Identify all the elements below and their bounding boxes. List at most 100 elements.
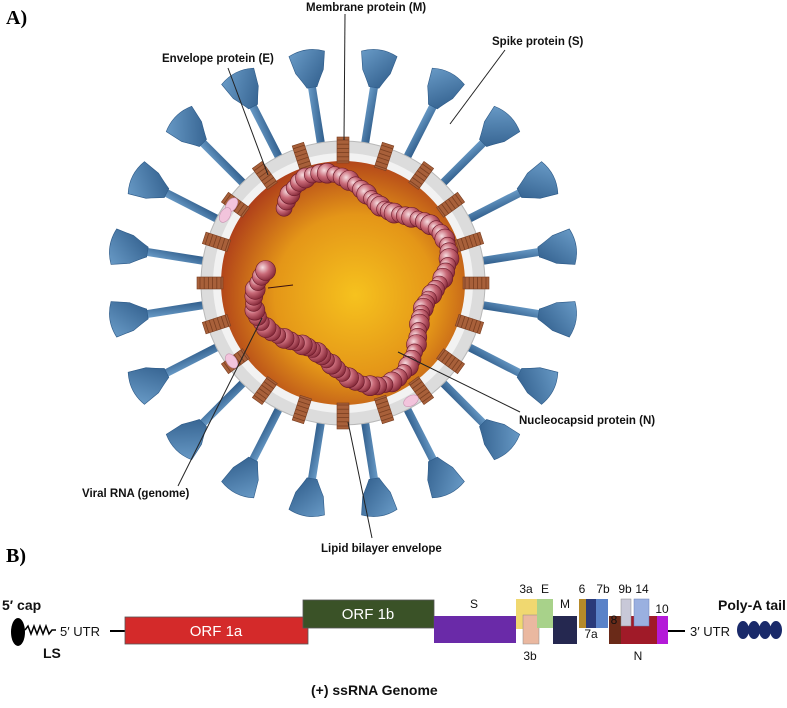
utr3-label: 3′ UTR [690, 624, 730, 639]
membrane-protein-rib [237, 352, 245, 363]
m-block [553, 616, 577, 644]
cap-5-label: 5′ cap [2, 597, 41, 613]
rna-callout-line [177, 317, 263, 487]
spike-head [361, 49, 398, 89]
spike-stalk [307, 84, 326, 150]
spike-head [537, 301, 577, 338]
orf7b-label: 7b [596, 582, 610, 596]
membrane-protein [454, 231, 485, 253]
poly-a-bead [737, 621, 749, 639]
membrane-protein-rib [295, 408, 308, 414]
spike-protein [109, 300, 210, 338]
virion-illustration [109, 49, 577, 517]
membrane-protein [373, 394, 395, 425]
membrane-protein-rib [224, 239, 230, 252]
rna-bead [255, 260, 276, 281]
membrane-protein-body [408, 160, 435, 190]
orf3b-label: 3b [523, 649, 537, 663]
membrane-protein-rib [212, 235, 218, 248]
membrane-protein-rib [414, 384, 425, 393]
spike-stalk [307, 416, 326, 482]
spike-head [127, 367, 170, 405]
membrane-protein-rib [476, 232, 482, 245]
orf6-label: 6 [579, 582, 586, 596]
membrane-protein-rib [258, 388, 269, 396]
spike-stalk [248, 102, 285, 164]
membrane-protein [436, 191, 466, 218]
spike-stalk [360, 416, 379, 482]
membrane-protein-rib [409, 180, 420, 189]
rna-strand-end [267, 284, 294, 289]
lipid-callout-line [347, 421, 373, 539]
membrane-protein-rib [451, 359, 460, 370]
poly-a-bead [748, 621, 760, 639]
spike-stalk [162, 188, 224, 225]
s-block [434, 616, 516, 643]
membrane-protein-rib [233, 201, 242, 212]
membrane-protein-rib [456, 239, 462, 252]
membrane-protein-rib [374, 164, 387, 170]
spike-stalk [248, 402, 285, 464]
membrane-protein-rib [456, 314, 462, 327]
membrane-protein-rib [437, 206, 446, 217]
spike-stalk [462, 341, 524, 378]
spike-head [427, 456, 465, 499]
membrane-protein [201, 313, 232, 335]
membrane-protein-rib [419, 166, 430, 175]
genome-title: (+) ssRNA Genome [311, 682, 438, 698]
membrane-protein-rib [441, 203, 449, 214]
membrane-protein-rib [237, 203, 245, 214]
spike-head [165, 105, 207, 147]
membrane-protein-rib [240, 349, 249, 360]
m-label: M [560, 597, 570, 611]
spike-head [288, 49, 325, 89]
spike-protein [401, 67, 465, 164]
membrane-protein-rib [212, 318, 218, 331]
spike-protein [436, 105, 521, 190]
membrane-protein-rib [256, 166, 267, 175]
orf10-block [657, 616, 668, 644]
spike-stalk [462, 188, 524, 225]
membrane-protein-rib [298, 400, 310, 406]
membrane-protein [251, 160, 278, 190]
leader-sequence-squiggle [24, 623, 56, 637]
orf1a-block [124, 616, 309, 645]
membrane-protein-rib [216, 317, 222, 330]
membrane-protein-rib [448, 198, 456, 209]
e-block [537, 599, 553, 628]
membrane-protein-rib [208, 320, 214, 332]
membrane-protein-rib [377, 156, 390, 162]
membrane-protein [291, 394, 313, 425]
membrane-protein-rib [454, 361, 463, 373]
membrane-protein-rib [220, 238, 226, 250]
spike-proteins [109, 49, 577, 517]
membrane-protein-rib [381, 144, 394, 150]
membrane-protein-rib [414, 173, 425, 182]
membrane-protein [336, 402, 350, 430]
spike-stalk [401, 102, 438, 164]
spike-protein [127, 161, 224, 225]
membrane-protein-body [373, 394, 395, 425]
membrane-protein-body [201, 231, 232, 253]
membrane-protein-rib [378, 152, 391, 158]
membrane-protein-rib [296, 404, 309, 410]
spike-head [221, 456, 259, 499]
spike-callout-line [449, 49, 506, 125]
membrane-proteins [196, 136, 490, 430]
membrane-protein [201, 231, 232, 253]
spike-protein [476, 300, 577, 338]
membrane-protein-body [408, 376, 435, 406]
membrane-protein-rib [421, 163, 433, 172]
spike-stalk [476, 300, 542, 319]
membrane-protein-body [201, 313, 232, 335]
n-label: N [634, 649, 643, 663]
s-label: S [470, 597, 478, 611]
orf1a-label: ORF 1a [190, 623, 243, 640]
membrane-protein-rib [292, 144, 305, 150]
spike-protein [288, 416, 326, 517]
orf9b-block [620, 598, 632, 627]
membrane-protein-rib [292, 416, 305, 422]
membrane-protein-rib [220, 316, 226, 328]
membrane-protein [462, 276, 490, 290]
membrane-protein-rib [409, 377, 420, 386]
